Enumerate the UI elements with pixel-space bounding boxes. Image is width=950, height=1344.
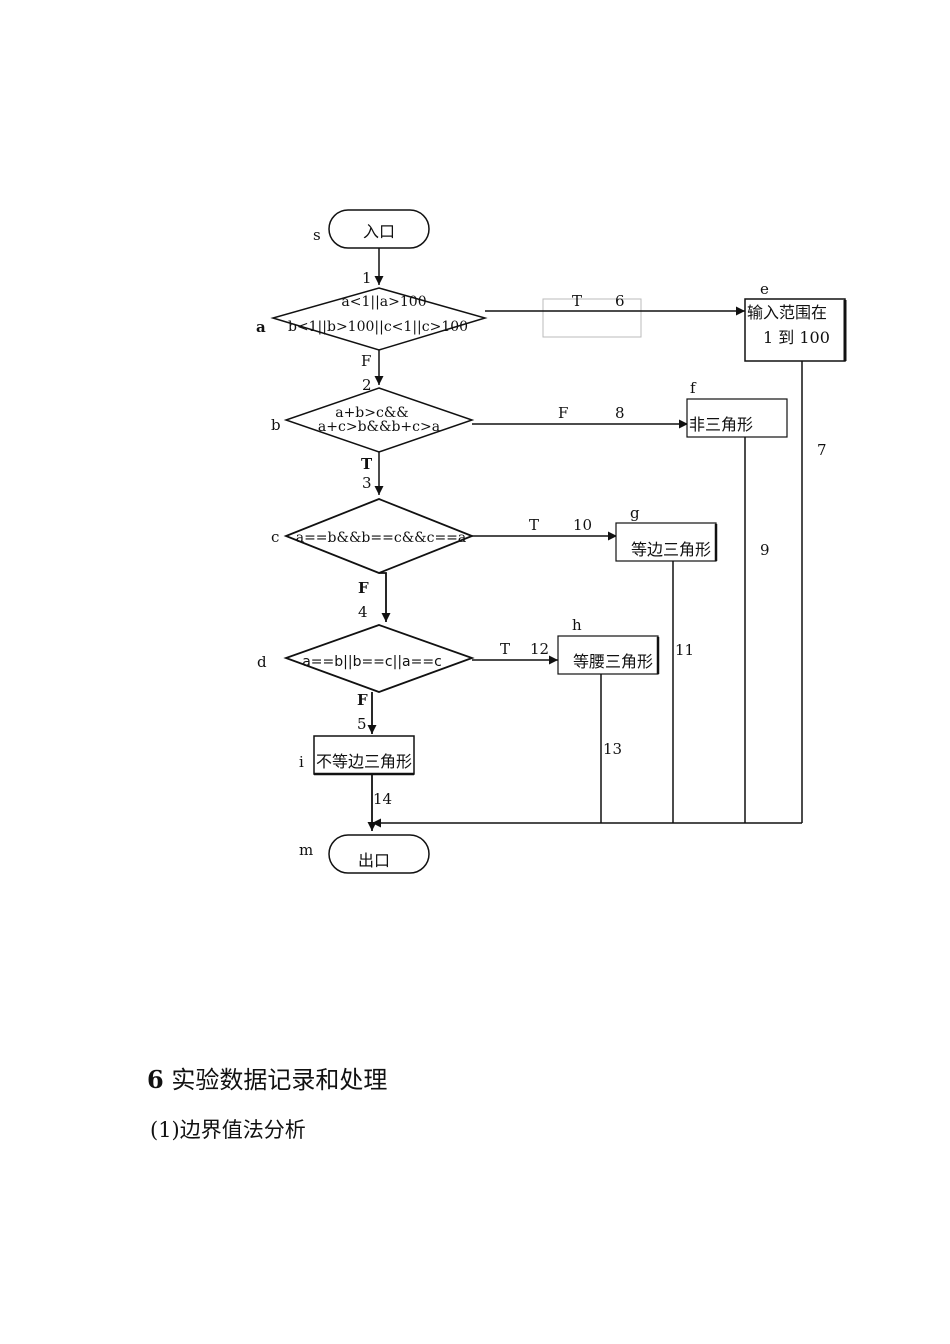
subheading: (1)边界值法分析: [150, 1118, 306, 1142]
branch-a-false: F: [361, 352, 371, 370]
edge-8-label: 8: [615, 404, 625, 422]
node-b-label: b: [271, 416, 281, 434]
edge-6-label: 6: [615, 292, 625, 310]
edge-5-label: 5: [357, 715, 367, 733]
branch-a-true: T: [572, 292, 582, 310]
branch-b-false: F: [558, 404, 568, 422]
branch-d-false: F: [357, 691, 368, 709]
decision-b-line1: a+b>c&&: [335, 405, 409, 421]
node-e-label: e: [760, 280, 769, 298]
node-s-label: s: [313, 226, 321, 244]
edge-11-label: 11: [675, 641, 694, 659]
decision-a-line2: b<1||b>100||c<1||c>100: [288, 319, 468, 335]
node-i-label: i: [299, 753, 304, 771]
node-h-label: h: [572, 616, 582, 634]
node-m-label: m: [299, 841, 313, 859]
edge-6-label-box: [542, 298, 642, 338]
process-h: [557, 635, 659, 675]
decision-b-line2: a+c>b&&b+c>a: [318, 419, 440, 435]
process-g-text: 等边三角形: [631, 540, 711, 559]
edge-1-label: 1: [362, 269, 372, 287]
section-number: 6: [147, 1065, 164, 1094]
edge-13-label: 13: [603, 740, 622, 758]
node-c-label: c: [271, 528, 279, 546]
node-f-label: f: [690, 379, 697, 397]
branch-d-true: T: [500, 640, 510, 658]
section-title-text: 实验数据记录和处理: [171, 1066, 388, 1094]
edge-9-label: 9: [760, 541, 770, 559]
edge-4-label: 4: [358, 603, 368, 621]
process-i-text: 不等边三角形: [316, 752, 412, 771]
decision-d-cond: a==b||b==c||a==c: [302, 654, 442, 670]
decision-c-cond: a==b&&b==c&&c==a: [296, 530, 467, 546]
node-g-label: g: [630, 504, 640, 522]
branch-c-true: T: [529, 516, 539, 534]
edge-14-label: 14: [373, 790, 392, 808]
decision-a-line1: a<1||a>100: [341, 294, 426, 310]
section-title: 6 实验数据记录和处理: [147, 1060, 387, 1095]
node-a-label: a: [256, 318, 266, 336]
edge-3-label: 3: [362, 474, 372, 492]
decision-d: [283, 624, 475, 693]
process-e: [744, 298, 846, 362]
edge-2-label: 2: [362, 376, 372, 394]
edge-10-label: 10: [573, 516, 592, 534]
process-h-text: 等腰三角形: [573, 652, 653, 671]
end-node: [328, 834, 430, 874]
process-e-line1: 输入范围在: [747, 303, 827, 322]
node-d-label: d: [257, 653, 267, 671]
process-f: [686, 398, 788, 438]
end-label: 出口: [358, 851, 390, 870]
edge-4: [379, 572, 391, 622]
process-f-text: 非三角形: [689, 415, 753, 434]
edge-12-label: 12: [530, 640, 549, 658]
branch-c-false: F: [358, 579, 369, 597]
branch-b-true: T: [361, 455, 373, 473]
process-e-line2: 1 到 100: [763, 328, 830, 347]
edge-7-label: 7: [817, 441, 827, 459]
process-g: [615, 522, 717, 562]
start-label: 入口: [363, 222, 395, 241]
